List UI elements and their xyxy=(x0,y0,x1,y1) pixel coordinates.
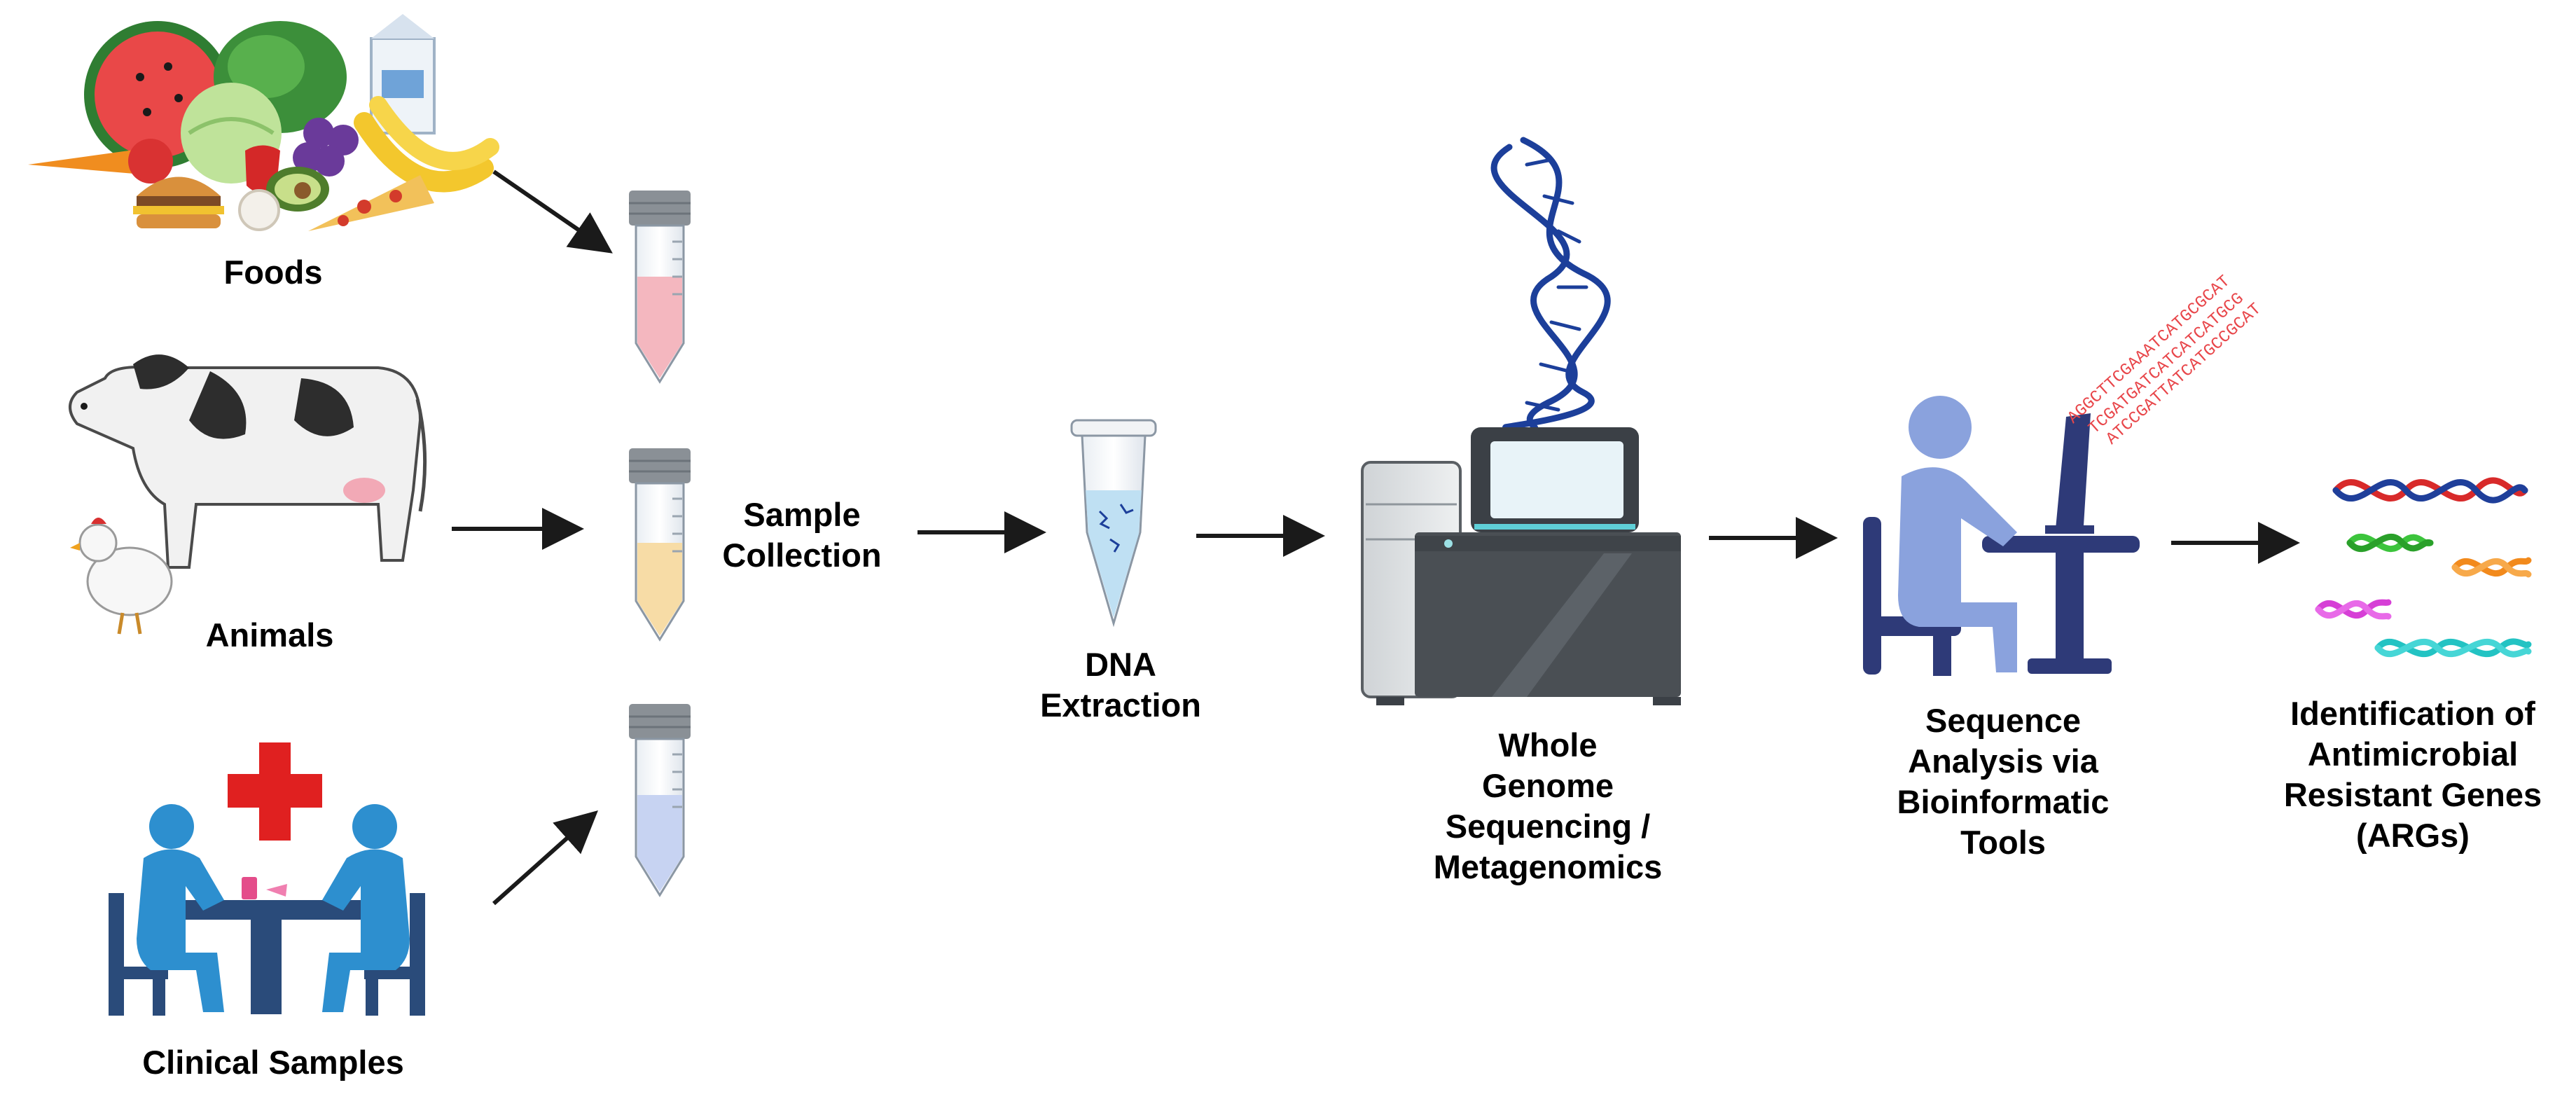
sequence-readout: AGGCTTCGAAATCATGCGCAT TCGATGATCATCATCATG… xyxy=(2064,272,2265,448)
label-line: Bioinformatic xyxy=(1897,783,2110,820)
arrow-foods-to-tube xyxy=(492,170,613,254)
label-line: Resistant Genes xyxy=(2283,776,2542,813)
label-animals: Animals xyxy=(205,616,334,654)
label-line: Genome xyxy=(1481,767,1614,804)
chicken-icon xyxy=(70,518,173,635)
dna-helix-icon xyxy=(1490,137,1611,432)
label-line: Sequence xyxy=(1925,702,2082,739)
sequencer-machine-icon xyxy=(1361,427,1681,705)
label-line: Sequencing / xyxy=(1445,808,1651,845)
label-identification-args: Identification of Antimicrobial Resistan… xyxy=(2266,693,2560,856)
food-pile-icon xyxy=(28,14,499,231)
label-line: Metagenomics xyxy=(1433,848,1663,885)
microtube-icon xyxy=(1070,419,1157,628)
label-foods: Foods xyxy=(223,254,323,291)
label-sequence-analysis: Sequence Analysis via Bioinformatic Tool… xyxy=(1884,700,2122,863)
label-line: Analysis via xyxy=(1908,742,2098,780)
label-line: Identification of xyxy=(2290,695,2535,732)
centrifuge-tube-icon xyxy=(629,704,691,897)
label-dna-extraction: DNA Extraction xyxy=(1023,644,1219,726)
label-sample-collection: Sample Collection xyxy=(707,495,896,576)
label-line: Collection xyxy=(722,537,882,574)
computer-analyst-icon xyxy=(1863,396,2140,676)
label-line: Whole xyxy=(1498,726,1598,763)
cow-icon xyxy=(69,354,427,569)
label-line: DNA xyxy=(1085,646,1156,683)
label-line: Extraction xyxy=(1040,686,1201,724)
label-whole-genome-sequencing: Whole Genome Sequencing / Metagenomics xyxy=(1408,725,1688,887)
centrifuge-tube-icon xyxy=(629,448,691,642)
arrow-clinical-to-tube xyxy=(492,810,598,906)
label-line: Sample xyxy=(743,496,861,533)
label-clinical-samples: Clinical Samples xyxy=(142,1044,404,1081)
centrifuge-tube-icon xyxy=(629,191,691,384)
clinic-consultation-icon xyxy=(109,742,425,1016)
label-line: Antimicrobial xyxy=(2307,735,2519,773)
sequence-line-2: TCGATGATCATCATCATGCG xyxy=(2085,289,2248,438)
label-line: Tools xyxy=(1960,824,2046,861)
label-line: (ARGs) xyxy=(2356,817,2470,854)
resistant-genes-icon xyxy=(2315,477,2532,658)
